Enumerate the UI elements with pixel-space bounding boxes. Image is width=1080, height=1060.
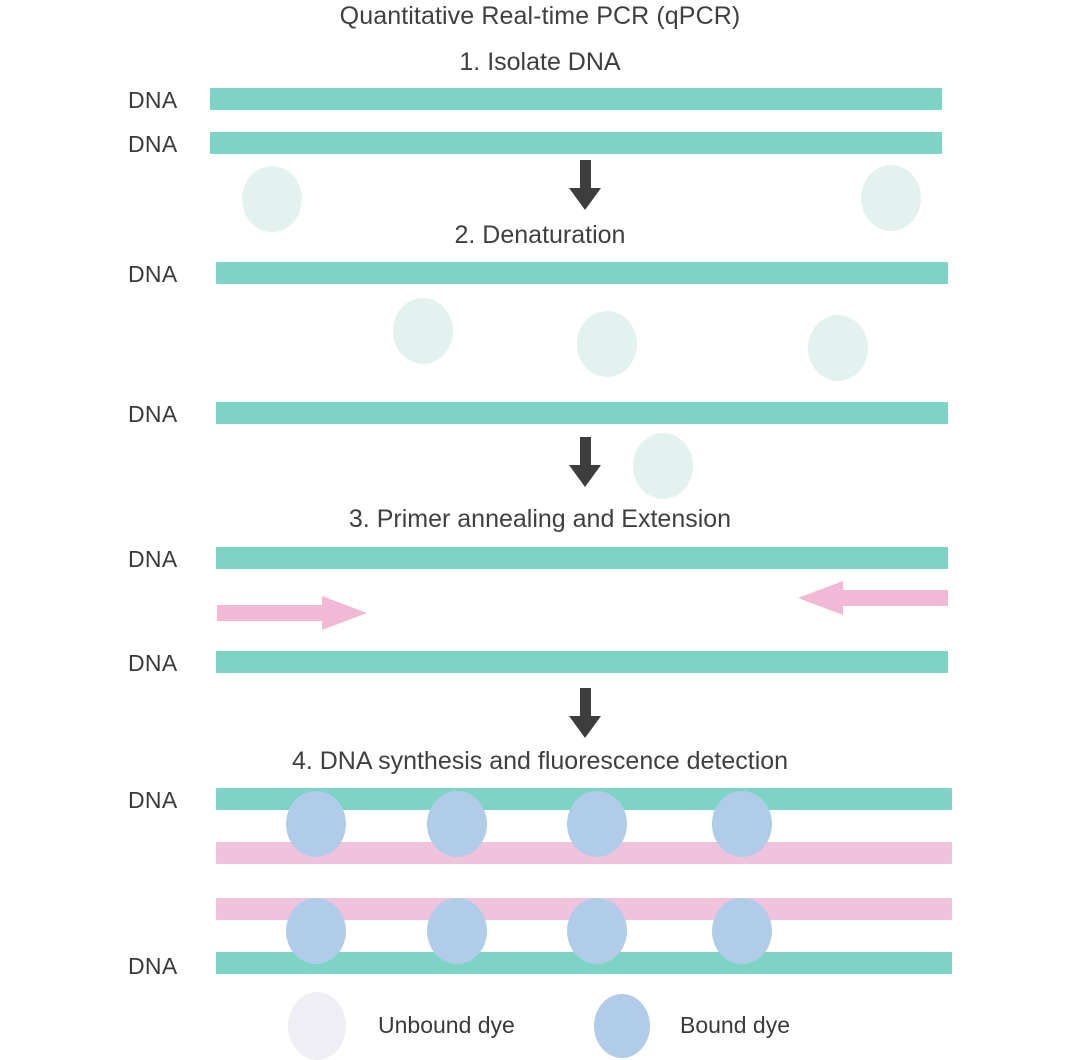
bound-dye (712, 791, 772, 857)
flow-arrow-down-2 (560, 437, 610, 487)
dna-label-2b: DNA (128, 401, 178, 427)
unbound-dye (861, 165, 921, 231)
dna-label-3b: DNA (128, 650, 178, 676)
bound-dye (286, 791, 346, 857)
legend-label-bound-dye: Bound dye (680, 1012, 790, 1038)
legend-swatch-unbound-dye (288, 992, 346, 1060)
bound-dye (427, 791, 487, 857)
dna-label-1a: DNA (128, 87, 178, 113)
unbound-dye (577, 311, 637, 377)
legend-label-unbound-dye: Unbound dye (378, 1012, 515, 1038)
dna-label-4a: DNA (128, 787, 178, 813)
unbound-dye (633, 433, 693, 499)
dna-label-1b: DNA (128, 131, 178, 157)
unbound-dye (242, 166, 302, 232)
dna-strand-1a (210, 88, 942, 110)
step-title-1: 1. Isolate DNA (459, 48, 621, 76)
dna-strand-2b (216, 402, 948, 424)
legend-swatch-bound-dye (594, 994, 650, 1058)
bound-dye (427, 898, 487, 964)
dna-strand-3b (216, 651, 948, 673)
dna-label-3a: DNA (128, 546, 178, 572)
bound-dye (286, 898, 346, 964)
unbound-dye (808, 315, 868, 381)
bound-dye (567, 791, 627, 857)
bound-dye (712, 898, 772, 964)
dna-strand-4b (216, 952, 952, 974)
flow-arrow-down-3 (560, 688, 610, 738)
step-title-3: 3. Primer annealing and Extension (348, 505, 732, 533)
dna-strand-3a (216, 547, 948, 569)
figure-title: Quantitative Real-time PCR (qPCR) (339, 2, 741, 30)
primer-arrow-reverse (798, 581, 948, 615)
bound-dye (567, 898, 627, 964)
dna-label-4b: DNA (128, 953, 178, 979)
step-title-4: 4. DNA synthesis and fluorescence detect… (291, 747, 789, 775)
dna-strand-2a (216, 262, 948, 284)
step-title-2: 2. Denaturation (454, 221, 626, 249)
dna-strand-1b (210, 132, 942, 154)
dna-label-2a: DNA (128, 261, 178, 287)
unbound-dye (393, 298, 453, 364)
primer-arrow-forward (217, 596, 367, 630)
flow-arrow-down-1 (560, 160, 610, 210)
